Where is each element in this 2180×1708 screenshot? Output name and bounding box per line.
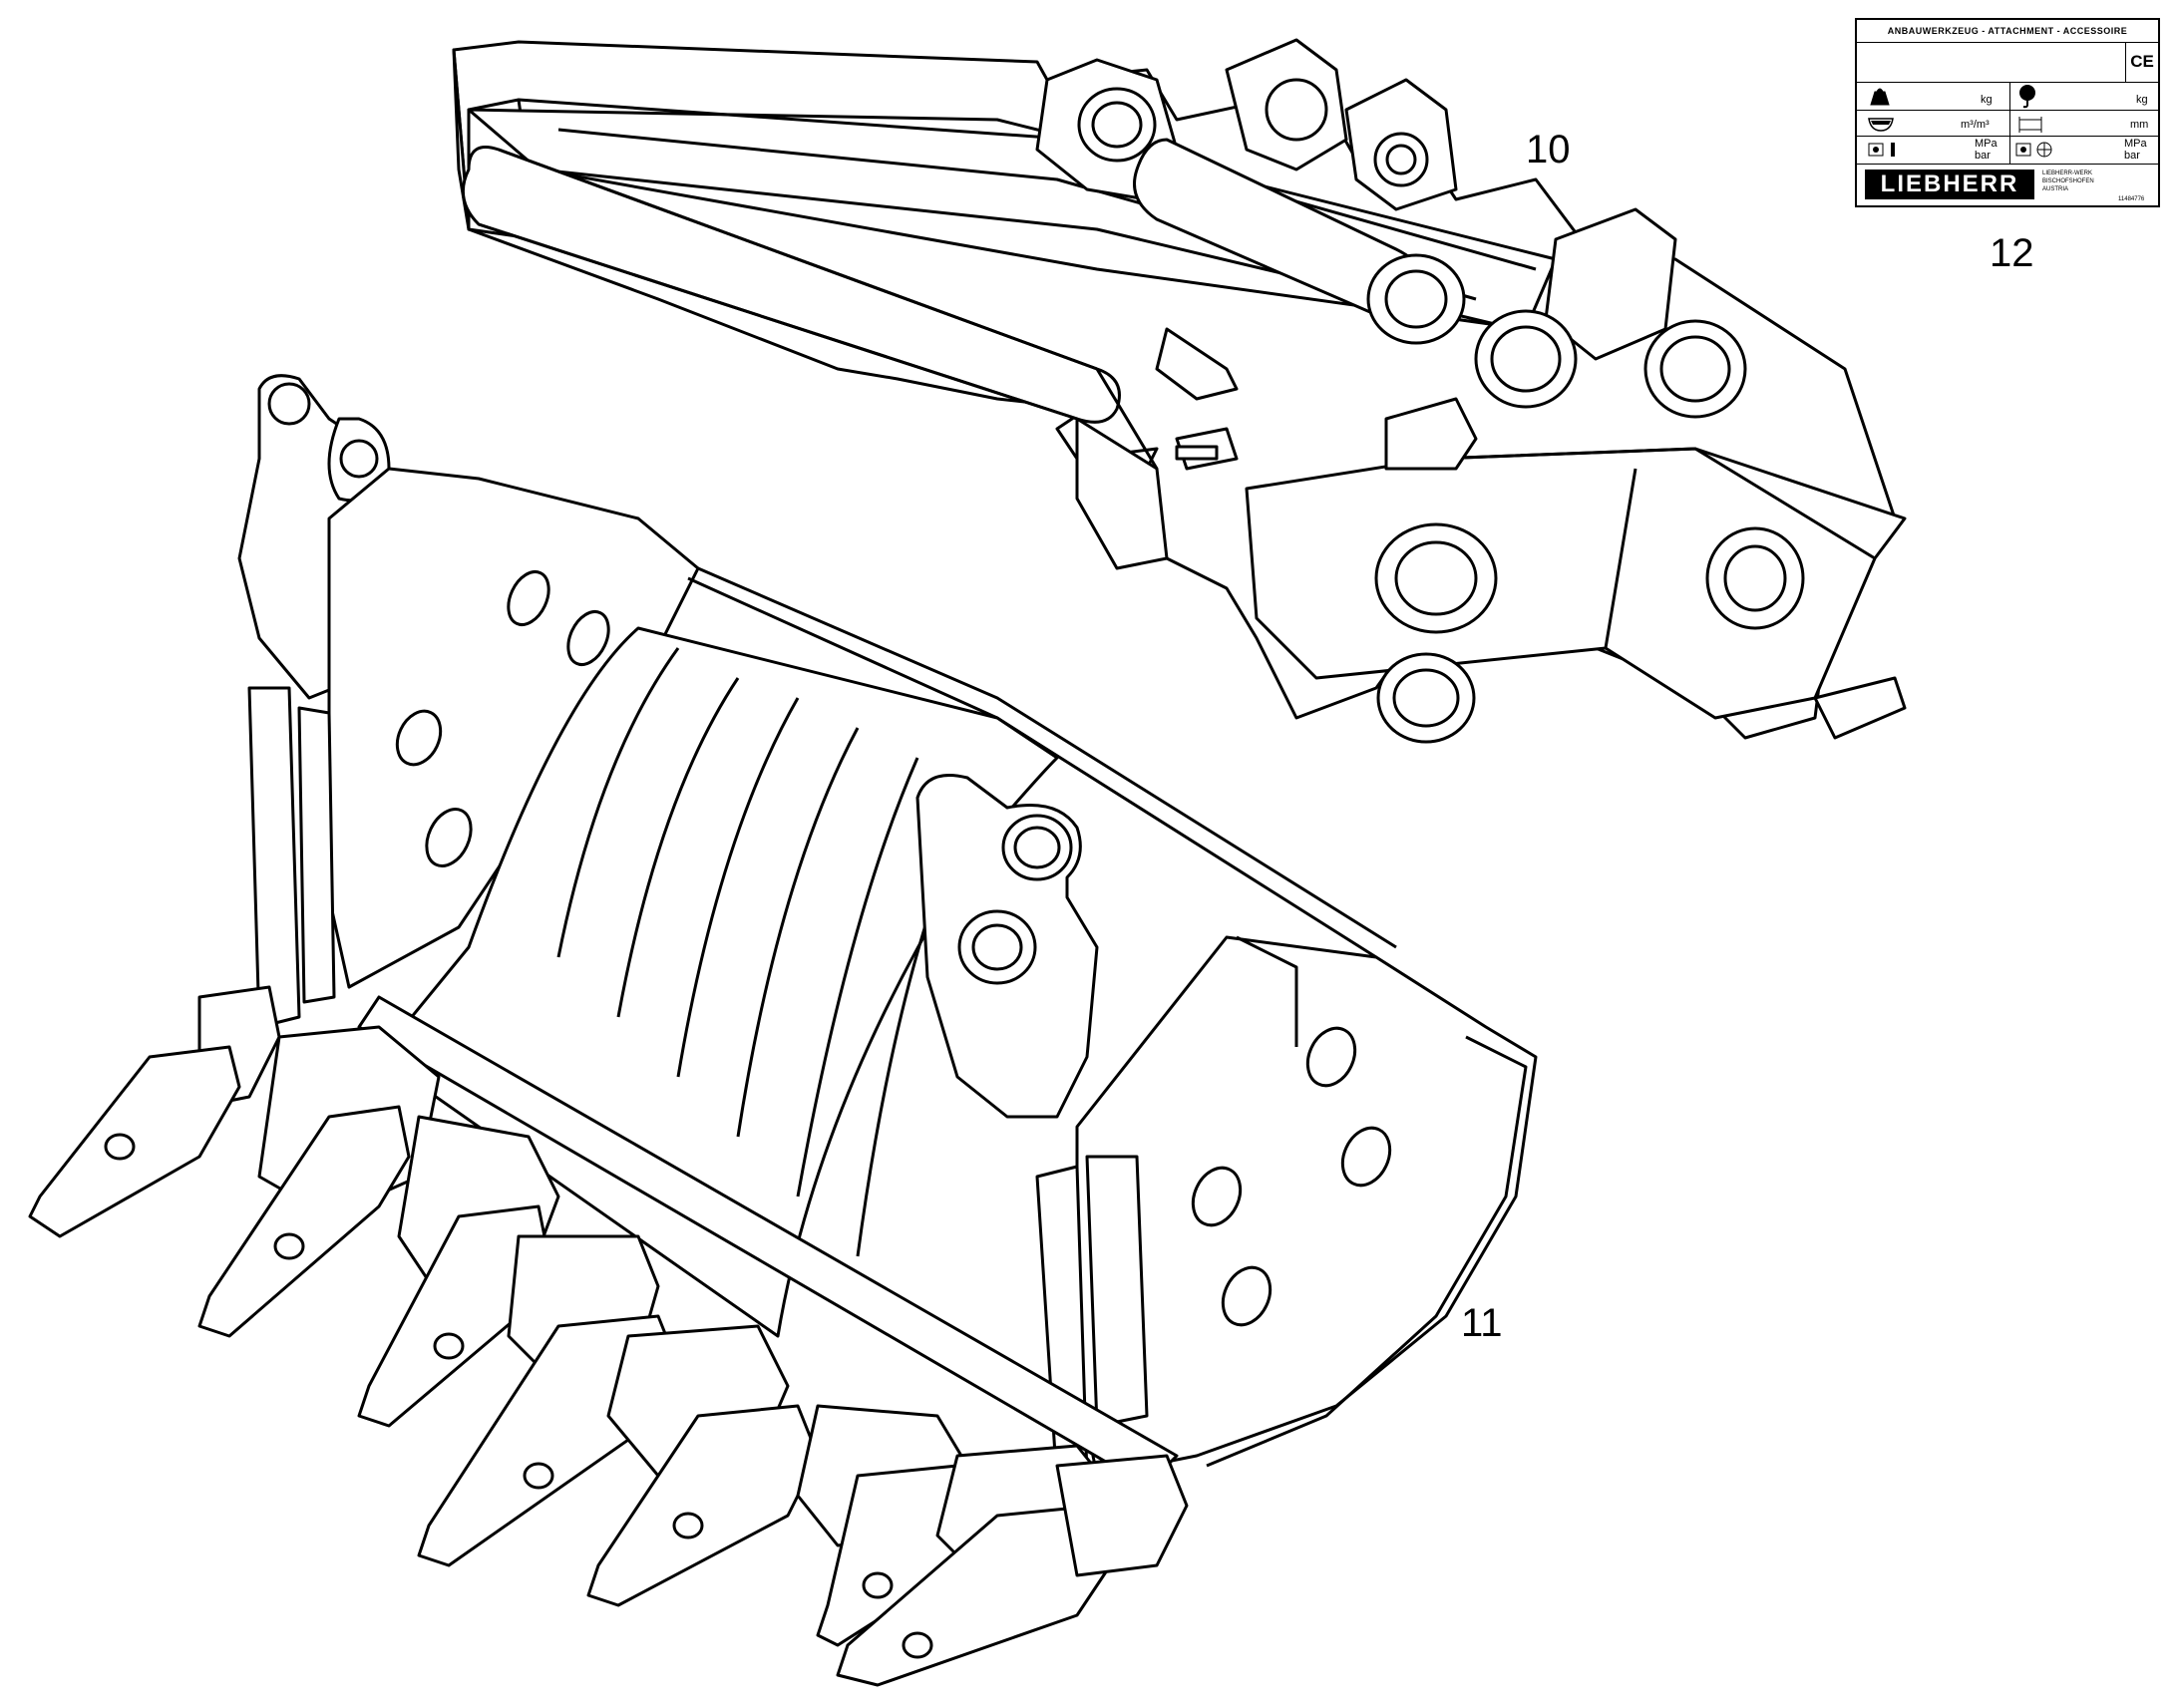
callout-11: 11 xyxy=(1461,1301,1503,1345)
nameplate-header: ANBAUWERKZEUG - ATTACHMENT - ACCESSOIRE xyxy=(1857,20,2158,43)
callout-10: 10 xyxy=(1526,128,1571,171)
bucket-teeth xyxy=(28,985,1189,1687)
hook-load-icon xyxy=(2019,85,2035,109)
callout-12: 12 xyxy=(1990,231,2034,275)
nameplate: ANBAUWERKZEUG - ATTACHMENT - ACCESSOIRE … xyxy=(1855,18,2160,207)
width-dimension-icon xyxy=(2018,117,2042,133)
bucket-volume-icon xyxy=(1868,118,1894,132)
unit-mm: mm xyxy=(2130,119,2149,131)
nameplate-divider xyxy=(2009,82,2010,164)
nameplate-volume-row xyxy=(1857,110,2158,137)
part-number: 11484776 xyxy=(2118,196,2145,202)
nameplate-weight-row xyxy=(1857,82,2158,111)
nameplate-blank-row xyxy=(1857,42,2158,83)
maker-line-1: LIEBHERR-WERK xyxy=(2042,171,2093,176)
unit-kg-left: kg xyxy=(1981,94,1993,106)
liebherr-logo: LIEBHERR xyxy=(1865,170,2034,199)
rotation-pressure-icon xyxy=(2015,142,2052,158)
unit-pressure-left: MPa bar xyxy=(1975,138,1998,162)
bucket xyxy=(28,374,1538,1687)
unit-kg-right: kg xyxy=(2136,94,2148,106)
stick-arm xyxy=(452,38,1907,744)
unit-volume: m³/m³ xyxy=(1961,119,1990,131)
maker-line-3: AUSTRIA xyxy=(2042,186,2069,192)
weight-icon xyxy=(1870,88,1890,106)
ce-mark: CE xyxy=(2125,42,2158,82)
maker-line-2: BISCHOFSHOFEN xyxy=(2042,178,2094,184)
hydraulic-pressure-icon xyxy=(1868,143,1895,157)
nameplate-pressure-row xyxy=(1857,136,2158,165)
unit-pressure-right: MPa bar xyxy=(2124,138,2147,162)
